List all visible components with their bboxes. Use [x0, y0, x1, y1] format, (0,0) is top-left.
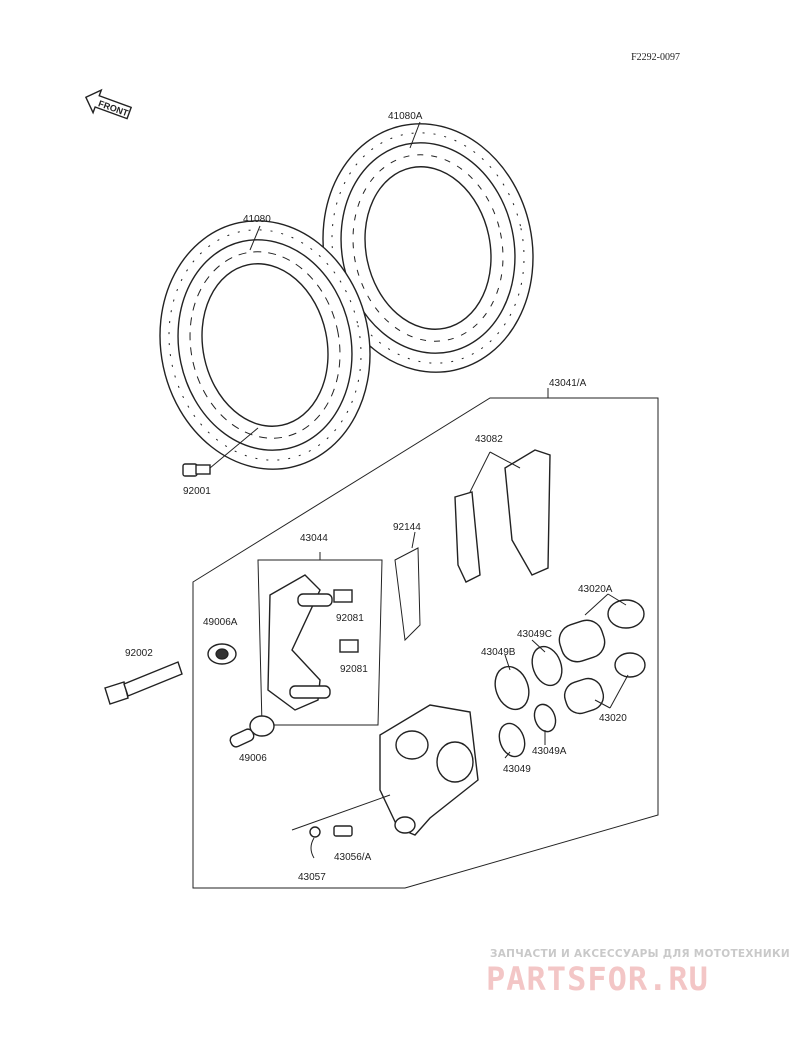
seal-43049A: [533, 703, 557, 733]
label-49006A: 49006A: [203, 617, 238, 628]
clip-92081-upper: [333, 589, 353, 603]
bracket-outline: [257, 559, 383, 726]
label-41080: 41080: [243, 214, 271, 225]
label-49006: 49006: [239, 753, 267, 764]
front-arrow-icon: FRONT: [84, 88, 133, 120]
label-43049B: 43049B: [481, 647, 516, 658]
watermark-brand: PARTSFOR.RU: [486, 960, 709, 998]
seal-43049: [498, 722, 526, 758]
label-43049C: 43049C: [517, 629, 552, 640]
bolt-92001: [182, 427, 259, 477]
label-92002: 92002: [125, 648, 153, 659]
piston-43020A: [558, 599, 645, 663]
pin-bolt-92002: [104, 661, 183, 705]
label-43044: 43044: [300, 533, 328, 544]
brake-pads-43082: [454, 449, 551, 583]
bleeder-cap-43057: [309, 826, 321, 859]
boot-49006A: [207, 643, 237, 665]
piston-43020: [563, 652, 646, 715]
label-43020: 43020: [599, 713, 627, 724]
bleeder-valve-43056A: [333, 825, 353, 837]
label-43082: 43082: [475, 434, 503, 445]
caliper-bracket-43044: [267, 574, 333, 711]
label-92081-lower: 92081: [340, 664, 368, 675]
label-43057: 43057: [298, 872, 326, 883]
label-92144: 92144: [393, 522, 421, 533]
label-43049A: 43049A: [532, 746, 567, 757]
seal-43049B: [494, 665, 530, 711]
label-43020A: 43020A: [578, 584, 613, 595]
clip-92081-lower: [339, 639, 359, 653]
caliper-body: [379, 704, 479, 836]
caliper-assembly-outline: [192, 397, 659, 889]
brake-disc-41080: [159, 220, 371, 470]
label-92081-upper: 92081: [336, 613, 364, 624]
pad-spring-92144: [394, 547, 421, 642]
boot-49006: [229, 715, 275, 748]
reference-code: F2292-0097: [631, 52, 680, 63]
label-43049: 43049: [503, 764, 531, 775]
watermark-subtitle: ЗАПЧАСТИ И АКСЕССУАРЫ ДЛЯ МОТОТЕХНИКИ: [490, 948, 790, 960]
brake-disc-41080A: [322, 123, 534, 373]
label-43041A: 43041/A: [549, 378, 587, 389]
label-41080A: 41080A: [388, 111, 423, 122]
label-43056A: 43056/A: [334, 852, 372, 863]
label-92001: 92001: [183, 486, 211, 497]
